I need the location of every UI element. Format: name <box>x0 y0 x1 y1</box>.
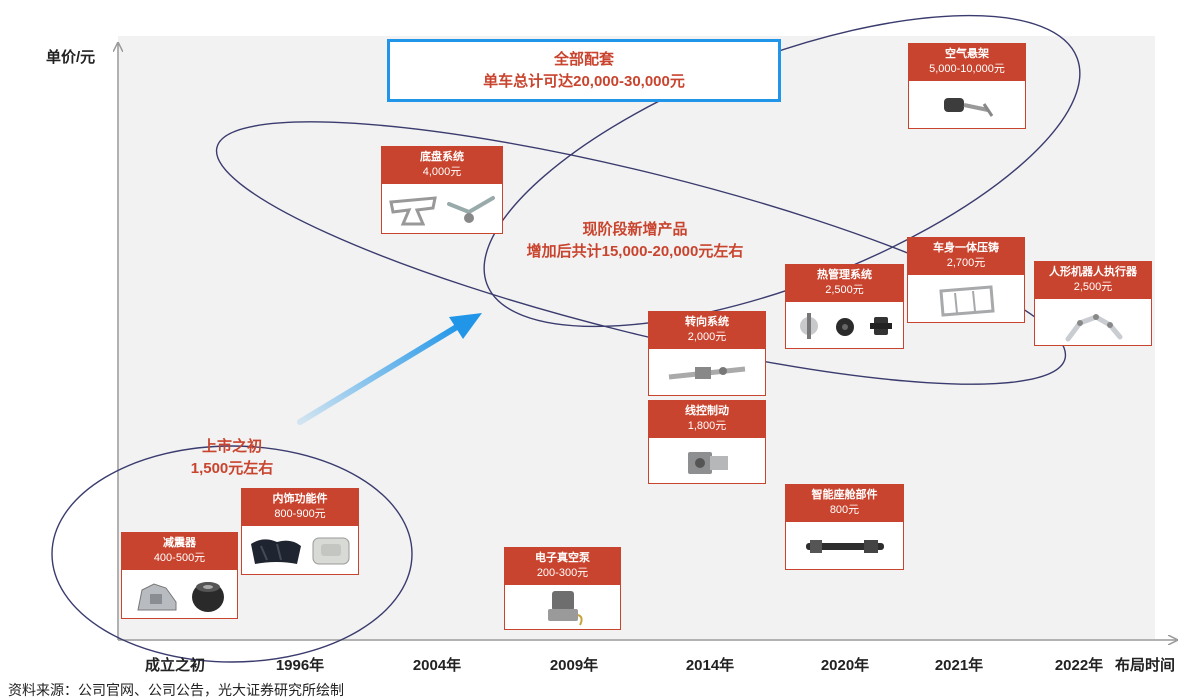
y-axis-label: 单价/元 <box>46 49 96 66</box>
full-set-total: 单车总计可达20,000-30,000元 <box>483 72 685 90</box>
product-price: 800-900元 <box>274 508 326 520</box>
robot-arm-photo <box>1035 301 1151 345</box>
chassis-subframe-photo <box>382 187 502 233</box>
brake-by-wire-photo <box>649 439 765 483</box>
product-name: 内饰功能件 <box>272 493 328 505</box>
current-callout: 现阶段新增产品 增加后共计15,000-20,000元左右 <box>527 219 744 263</box>
full-set-box: 全部配套 单车总计可达20,000-30,000元 <box>387 39 781 102</box>
product-name: 转向系统 <box>685 316 729 328</box>
product-price: 200-300元 <box>536 567 589 579</box>
source-note: 资料来源：公司官网、公司公告，光大证券研究所绘制 <box>8 682 344 698</box>
product-price: 1,800元 <box>687 420 727 432</box>
interior-parts-photo <box>242 528 358 574</box>
product-price: 4,000元 <box>422 166 462 178</box>
x-tick-2009: 2009年 <box>549 657 599 674</box>
x-tick-1996: 1996年 <box>275 657 325 674</box>
product-name: 线控制动 <box>685 405 729 417</box>
x-axis-label: 布局时间 <box>1115 657 1176 674</box>
initial-callout-total: 1,500元左右 <box>190 460 274 477</box>
current-callout-title: 现阶段新增产品 <box>582 221 688 238</box>
product-name: 减震器 <box>163 537 196 549</box>
product-card-interior-parts: 内饰功能件 800-900元 <box>241 488 359 575</box>
product-price: 2,700元 <box>946 257 986 269</box>
product-name: 热管理系统 <box>817 269 872 281</box>
product-price: 2,500元 <box>1073 281 1113 293</box>
product-card-steering: 转向系统 2,000元 <box>648 311 766 396</box>
product-name: 车身一体压铸 <box>933 242 999 254</box>
air-suspension-photo <box>909 84 1025 128</box>
initial-callout: 上市之初 1,500元左右 <box>191 436 274 480</box>
product-name: 人形机器人执行器 <box>1049 266 1137 278</box>
product-card-brake-by-wire: 线控制动 1,800元 <box>648 400 766 484</box>
cockpit-part-photo <box>786 525 903 569</box>
product-name: 电子真空泵 <box>535 552 590 564</box>
full-set-title: 全部配套 <box>553 50 614 68</box>
shock-absorber-photo <box>122 572 237 618</box>
die-casting-photo <box>908 278 1024 322</box>
initial-products-ellipse <box>51 445 413 663</box>
x-tick-founding: 成立之初 <box>144 657 206 674</box>
product-price: 400-500元 <box>153 552 206 564</box>
product-card-vacuum-pump: 电子真空泵 200-300元 <box>504 547 621 630</box>
product-card-smart-cockpit: 智能座舱部件 800元 <box>785 484 904 570</box>
product-price: 2,500元 <box>825 284 864 296</box>
product-card-shock-absorber: 减震器 400-500元 <box>121 532 238 619</box>
growth-arrow <box>297 313 482 425</box>
product-card-chassis: 底盘系统 4,000元 <box>381 146 503 234</box>
product-price: 5,000-10,000元 <box>929 63 1005 75</box>
vacuum-pump-photo <box>505 585 620 629</box>
initial-callout-title: 上市之初 <box>201 438 263 455</box>
product-card-humanoid-actuator: 人形机器人执行器 2,500元 <box>1034 261 1152 346</box>
x-tick-2004: 2004年 <box>412 657 462 674</box>
x-tick-2020: 2020年 <box>820 657 870 674</box>
product-name: 底盘系统 <box>420 151 464 163</box>
current-products-ellipse <box>215 121 1067 385</box>
product-card-thermal-management: 热管理系统 2,500元 <box>785 264 904 349</box>
product-price: 2,000元 <box>687 331 727 343</box>
x-tick-2014: 2014年 <box>685 657 735 674</box>
thermal-management-photo <box>786 304 903 348</box>
product-card-air-suspension: 空气悬架 5,000-10,000元 <box>908 43 1026 129</box>
x-tick-2022: 2022年 <box>1054 657 1104 674</box>
x-tick-2021: 2021年 <box>934 657 984 674</box>
product-name: 智能座舱部件 <box>811 489 878 501</box>
current-callout-total: 增加后共计15,000-20,000元左右 <box>526 243 744 260</box>
product-card-die-casting: 车身一体压铸 2,700元 <box>907 237 1025 323</box>
product-name: 空气悬架 <box>945 48 989 60</box>
product-price: 800元 <box>829 504 860 516</box>
steering-rack-photo <box>649 351 765 395</box>
